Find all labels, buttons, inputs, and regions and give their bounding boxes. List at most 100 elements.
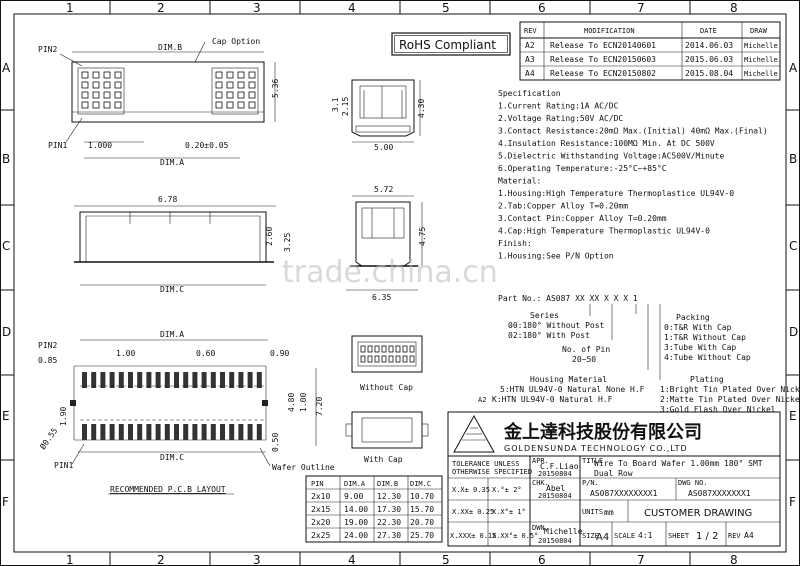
pcb-wafer-label: Wafer Outline: [272, 463, 335, 472]
rev-cell: 2014.06.03: [685, 41, 733, 50]
row-label: D: [789, 325, 798, 339]
cap-pin: [367, 345, 373, 353]
pcb-pad: [201, 424, 207, 440]
spec-line: 3.Contact Resistance:20mΩ Max.(Initial) …: [498, 127, 768, 136]
row-label: A: [2, 61, 11, 75]
pcb-p4-label: 0.90: [270, 349, 289, 358]
pcb-pad: [109, 372, 115, 388]
front-h2-label: 3.25: [283, 233, 292, 252]
rev-cell: Release To ECN20140601: [550, 41, 656, 50]
pcb-pad: [192, 424, 198, 440]
pcb-p2-label: 1.00: [116, 349, 135, 358]
rev-cell: Michelle: [744, 70, 778, 78]
pcb-h2-label: 4.80: [287, 393, 296, 412]
cap-pin: [395, 345, 401, 353]
spec-line: Specification: [498, 89, 561, 98]
pin-table-cell: 19.00: [344, 518, 368, 527]
pcb-pad: [100, 372, 106, 388]
pcb-pad: [118, 372, 124, 388]
cap-pin: [409, 355, 415, 363]
pin-table-cell: 2x15: [311, 505, 330, 514]
part-number-breakdown: Part No.: AS087 XX XX X X X 1 Series 00:…: [478, 294, 800, 414]
connector-pin: [114, 81, 122, 89]
col-label: 4: [348, 1, 356, 15]
pcb-pad: [238, 372, 244, 388]
spec-line: 4.Cap:High Temperature Thermoplastic UL9…: [498, 227, 710, 236]
col-label: 7: [637, 553, 645, 566]
dwg-value: AS087XXXXXXX1: [688, 489, 751, 498]
pcb-pad: [164, 424, 170, 440]
col-label: 8: [730, 553, 738, 566]
units-value: mm: [604, 508, 614, 517]
side-w-label: 5.00: [374, 143, 393, 152]
col-label: 6: [538, 1, 546, 15]
row-label: B: [2, 152, 10, 166]
pin-table-cell: 14.00: [344, 505, 368, 514]
no-of-pin-line: No. of Pin: [562, 345, 610, 354]
customer-drawing: CUSTOMER DRAWING: [644, 508, 752, 519]
pcb-pad: [155, 424, 161, 440]
dwg-label: DWG NO.: [678, 479, 708, 487]
without-cap-label: Without Cap: [360, 383, 413, 392]
drawing-title: Wire To Board Wafer 1.00mm 180° SMT: [594, 459, 763, 468]
rev-cell: 2015.06.03: [685, 55, 733, 64]
pcb-pad: [229, 372, 235, 388]
part-no-label: Part No.: AS087 XX XX X X X 1: [498, 294, 638, 303]
housing-rev: A2: [478, 396, 486, 404]
pin-table-cell: 12.30: [377, 492, 401, 501]
side-h3-label: 4.30: [417, 99, 426, 118]
pin-table-cell: 20.70: [410, 518, 434, 527]
offset-label: 0.20±0.05: [185, 141, 229, 150]
col-label: 3: [253, 553, 261, 566]
pcb-pad: [164, 372, 170, 388]
pn-label: P/N.: [582, 479, 599, 487]
cap-pin: [360, 355, 366, 363]
end-h-label: 4.75: [418, 227, 427, 246]
dim-a-label: DIM.A: [160, 158, 184, 167]
cap-pin: [360, 345, 366, 353]
side-h2-label: 2.15: [341, 97, 350, 116]
pcb-pad: [238, 424, 244, 440]
rev-cell: Michelle: [744, 42, 778, 50]
cap-pin: [388, 355, 394, 363]
drawing-title-2: Dual Row: [594, 469, 633, 478]
pin-table-cell: 2x10: [311, 492, 330, 501]
pcb-pad: [247, 424, 253, 440]
rohs-badge: RoHS Compliant: [391, 32, 511, 56]
spec-line: 1.Housing:High Temperature Thermoplastic…: [498, 189, 734, 198]
rev-value: A4: [744, 531, 754, 540]
rev-label: REV: [728, 532, 741, 540]
chk-name: Abel: [546, 484, 565, 493]
dwn-label: DWN.: [532, 524, 549, 532]
row-label: F: [789, 495, 796, 509]
connector-pin: [248, 71, 256, 79]
pcb-pad: [192, 372, 198, 388]
spec-line: 1.Housing:See P/N Option: [498, 252, 614, 261]
pcb-pad: [229, 424, 235, 440]
spec-line: 2.Voltage Rating:50V AC/DC: [498, 114, 623, 123]
row-label: B: [789, 152, 797, 166]
end-view: 5.72 6.35 4.75: [346, 185, 427, 302]
pitch-label: 1.000: [88, 141, 112, 150]
col-label: 4: [348, 553, 356, 566]
size-value: A4: [596, 532, 609, 543]
scale-value: 4:1: [638, 531, 653, 540]
scale-label: SCALE: [614, 532, 635, 540]
connector-pin: [215, 81, 223, 89]
sheet-label: SHEET: [668, 532, 690, 540]
tolerance-line: OTHERWISE SPECIFIED: [452, 468, 532, 476]
cap-pin: [374, 345, 380, 353]
plating-line: 1:Bright Tin Plated Over Nickel: [660, 385, 800, 394]
pcb-pad: [91, 424, 97, 440]
rev-cell: A2: [525, 41, 535, 50]
connector-pin: [81, 91, 89, 99]
col-label: 7: [637, 1, 645, 15]
row-label: C: [789, 239, 797, 253]
pin-table-cell: 10.70: [410, 492, 434, 501]
col-label: 1: [66, 1, 74, 15]
pcb-pad: [220, 372, 225, 388]
housing-line: 5:HTN UL94V-0 Natural None H.F: [500, 385, 645, 394]
col-label: 1: [66, 553, 74, 566]
row-label: C: [2, 239, 10, 253]
